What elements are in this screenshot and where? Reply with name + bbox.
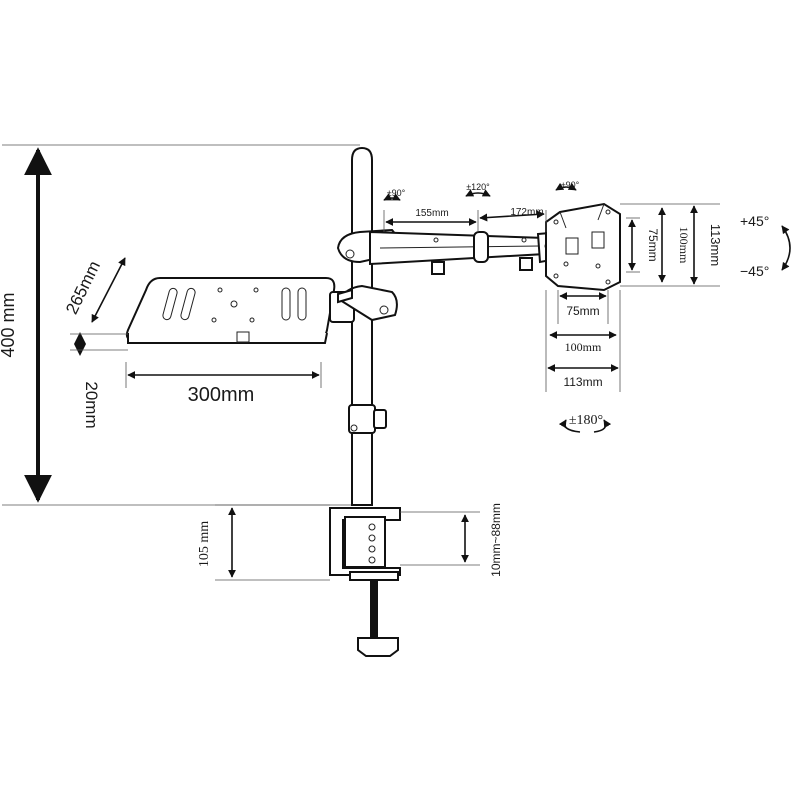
tray-lip-dimension: 20mm: [70, 332, 128, 429]
joint-rotations: ±90° ±120° ±90° ±180°: [383, 180, 612, 433]
vertical-pole: [348, 146, 387, 506]
vesa-75-vertical-label: 75mm: [646, 228, 660, 261]
vesa-113-vertical-label: 113mm: [708, 224, 723, 266]
vesa-113-horizontal-label: 113mm: [563, 375, 602, 389]
joint-3-rotation-label: ±90°: [561, 180, 580, 190]
tilt-up-label: +45°: [740, 213, 769, 229]
arm-length-dimensions: 155mm 172mm: [383, 207, 547, 232]
laptop-tray: [125, 277, 398, 344]
vesa-horizontal-dimensions: 75mm 100mm 113mm: [545, 290, 621, 392]
tray-lip-label: 20mm: [82, 381, 101, 428]
arm-segment-1-label: 155mm: [415, 208, 448, 219]
tilt-indicator: +45° −45°: [740, 213, 791, 279]
vesa-vertical-dimensions: 75mm 100mm 113mm: [620, 203, 723, 287]
clamp-range-label: 10mm~88mm: [489, 503, 503, 577]
vesa-plate: [545, 202, 621, 292]
clamp-height-dimension: 105 mm: [197, 504, 330, 581]
tray-width-label: 300mm: [188, 384, 255, 406]
clamp-range-dimension: 10mm~88mm: [400, 503, 503, 577]
tray-depth-label: 265mm: [62, 258, 104, 317]
vesa-75-horizontal-label: 75mm: [566, 304, 599, 318]
clamp-height-label: 105 mm: [197, 521, 212, 567]
tray-depth-dimension: 265mm: [62, 257, 126, 323]
tilt-down-label: −45°: [740, 263, 769, 279]
vesa-100-horizontal-label: 100mm: [565, 340, 602, 354]
total-height-label: 400 mm: [0, 292, 18, 357]
total-height-dimension: 400 mm: [0, 144, 360, 506]
tray-width-dimension: 300mm: [125, 362, 322, 406]
joint-1-rotation-label: ±90°: [387, 188, 406, 198]
desk-clamp: [329, 507, 401, 657]
arm-segment-2-label: 172mm: [510, 207, 543, 218]
joint-2-rotation-label: ±120°: [466, 182, 490, 192]
vesa-100-vertical-label: 100mm: [677, 227, 691, 264]
screen-rotate-label: ±180°: [569, 413, 603, 428]
